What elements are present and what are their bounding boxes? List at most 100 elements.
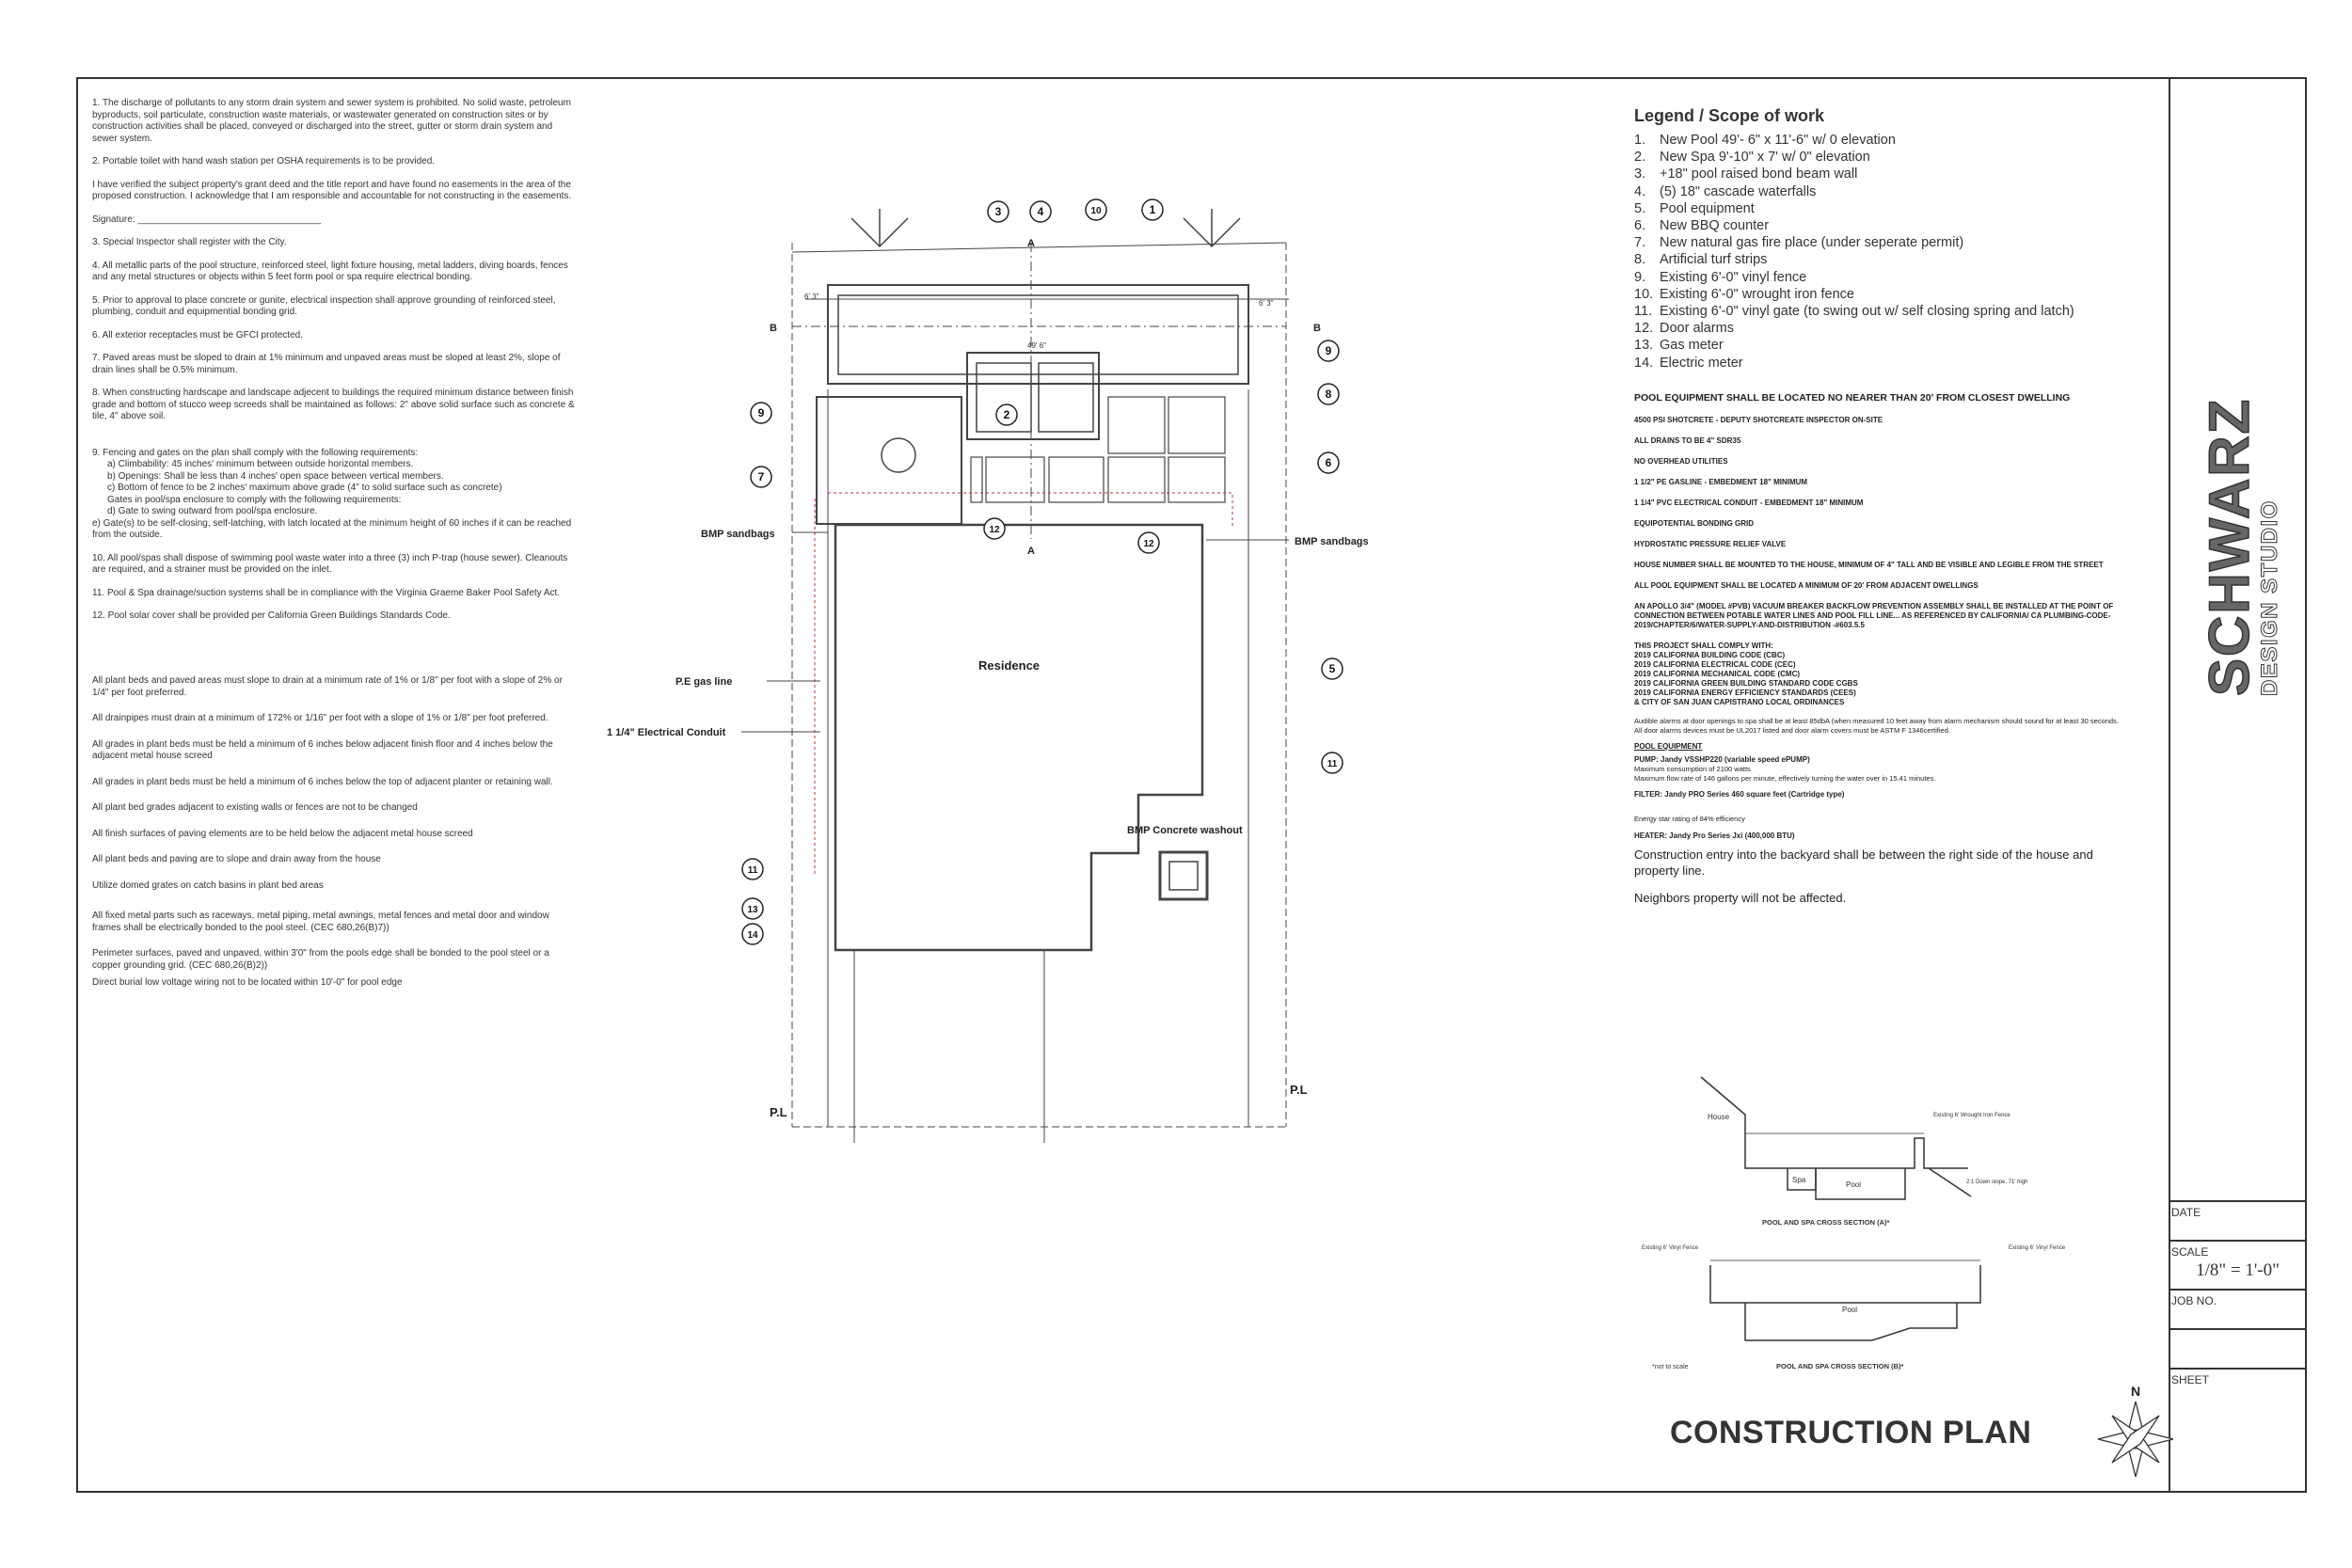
residence-label: Residence	[978, 658, 1040, 673]
callout-2-circle	[995, 404, 1018, 426]
callout-3: 3	[995, 205, 1002, 218]
dimension-left-setback: 6' 3"	[804, 293, 819, 301]
legend-item: 8.Artificial turf strips	[1634, 252, 1768, 268]
section-b-left-label: B	[770, 323, 777, 334]
callout-8: 8	[1326, 388, 1332, 401]
note-12: 12. Pool solar cover shall be provided p…	[92, 610, 451, 621]
scale-cell: SCALE 1/8" = 1'-0"	[2169, 1240, 2307, 1289]
vinyl-fence-right-label: Existing 6' Vinyl Fence	[2009, 1245, 2066, 1251]
alarm-note: Audible alarms at door openings to spa s…	[1634, 717, 2119, 725]
callout-9-right: 9	[1326, 344, 1332, 357]
spec-note: HYDROSTATIC PRESSURE RELIEF VALVE	[1634, 540, 1787, 548]
spec-note: EQUIPOTENTIAL BONDING GRID	[1634, 519, 1754, 528]
grading-note: All plant beds and paved areas must slop…	[92, 675, 563, 698]
grading-note: All plant beds and paving are to slope a…	[92, 854, 381, 864]
spec-note: AN APOLLO 3/4" (MODEL #PVB) VACUUM BREAK…	[1634, 602, 2114, 629]
spa-outline	[966, 352, 1100, 440]
filter-spec: FILTER: Jandy PRO Series 460 square feet…	[1634, 790, 1845, 799]
note-9-item: e) Gate(s) to be self-closing, self-latc…	[92, 517, 572, 541]
date-label: DATE	[2171, 1206, 2201, 1219]
washout-label: BMP Concrete washout	[1127, 825, 1243, 836]
north-label: N	[2131, 1384, 2140, 1399]
grading-note: All fixed metal parts such as raceways, …	[92, 911, 549, 933]
not-to-scale-label: *not to scale	[1652, 1364, 1689, 1370]
note-7: 7. Paved areas must be sloped to drain a…	[92, 353, 561, 375]
section-a-house-label: House	[1708, 1113, 1730, 1121]
note-4: 4. All metallic parts of the pool struct…	[92, 260, 568, 283]
callout-9r-circle	[1317, 340, 1340, 362]
callout-1-circle	[1141, 198, 1164, 221]
alarm-note: All door alarms devices must be UL2017 l…	[1634, 725, 1950, 735]
callout-10-circle	[1085, 198, 1107, 221]
callout-12b-circle	[1137, 531, 1160, 554]
callout-10: 10	[1090, 206, 1102, 216]
callout-12-left: 12	[989, 525, 1000, 535]
grading-note: All drainpipes must drain at a minimum o…	[92, 713, 548, 723]
callout-12a-circle	[983, 517, 1006, 540]
concrete-washout	[1158, 850, 1209, 901]
spec-note: 1 1/2" PE GASLINE - EMBEDMENT 18" MINIMU…	[1634, 478, 1808, 486]
blank-cell	[2169, 1328, 2307, 1368]
paver-grid	[970, 396, 1226, 503]
callout-13: 13	[747, 905, 758, 915]
bmp-sandbags-left-label: BMP sandbags	[701, 529, 775, 540]
pump-spec: PUMP: Jandy VSSHP220 (variable speed ePU…	[1634, 755, 1810, 764]
studio-logo: SCHWARZ DESIGN STUDIO	[2197, 397, 2282, 697]
section-b-pool	[1744, 1303, 1958, 1341]
scale-label: SCALE	[2171, 1245, 2209, 1259]
gas-line-route	[828, 492, 1233, 527]
grading-note: Direct burial low voltage wiring not to …	[92, 977, 403, 988]
section-a-pool	[1815, 1168, 1906, 1200]
code-item: 2019 CALIFORNIA ENERGY EFFICIENCY STANDA…	[1634, 689, 1856, 697]
grading-note: All plant bed grades adjacent to existin…	[92, 802, 418, 813]
dimension-right-setback: 6' 3"	[1259, 299, 1274, 308]
title-block-strip	[2169, 77, 2307, 1493]
code-item: 2019 CALIFORNIA GREEN BUILDING STANDARD …	[1634, 679, 1858, 688]
section-b-right-label: B	[1313, 323, 1321, 334]
callout-4-circle	[1029, 200, 1052, 223]
date-cell: DATE	[2169, 1200, 2307, 1240]
code-item: 2019 CALIFORNIA ELECTRICAL CODE (CEC)	[1634, 660, 1796, 669]
note-8: 8. When constructing hardscape and lands…	[92, 388, 575, 421]
note-9: 9. Fencing and gates on the plan shall c…	[92, 448, 578, 542]
note-9-item: b) Openings: Shall be less than 4 inches…	[107, 470, 444, 482]
legend-item: 14.Electric meter	[1634, 355, 1743, 371]
easement-statement: I have verified the subject property's g…	[92, 179, 572, 202]
section-a-title: POOL AND SPA CROSS SECTION (A)*	[1762, 1218, 1890, 1227]
callout-3-circle	[987, 200, 1009, 223]
callout-6-circle	[1317, 451, 1340, 474]
legend-title: Legend / Scope of work	[1634, 106, 1825, 125]
equipment-distance-header: POOL EQUIPMENT SHALL BE LOCATED NO NEARE…	[1634, 392, 2071, 404]
legend-item: 13.Gas meter	[1634, 338, 1724, 354]
callout-6: 6	[1326, 456, 1332, 469]
section-a-pool-label: Pool	[1846, 1180, 1861, 1189]
note-9-item: Gates in pool/spa enclosure to comply wi…	[107, 494, 402, 505]
note-9-item: a) Climbability: 45 inches' minimum betw…	[107, 459, 414, 469]
spec-note: 1 1/4" PVC ELECTRICAL CONDUIT - EMBEDMEN…	[1634, 499, 1864, 507]
note-2: 2. Portable toilet with hand wash statio…	[92, 156, 436, 166]
legend-list: 1.New Pool 49'- 6" x 11'-6" w/ 0 elevati…	[1634, 132, 2142, 372]
legend-item: 5.Pool equipment	[1634, 200, 1755, 216]
drawing-border	[76, 77, 2307, 1493]
sheet-label: SHEET	[2171, 1373, 2210, 1386]
conduit-label: 1 1/4" Electrical Conduit	[607, 727, 726, 738]
code-item: & CITY OF SAN JUAN CAPISTRANO LOCAL ORDI…	[1634, 698, 1845, 706]
note-3: 3. Special Inspector shall register with…	[92, 237, 287, 247]
callout-11-left: 11	[748, 865, 758, 876]
direction-mark-left	[850, 209, 909, 248]
grading-note: All finish surfaces of paving elements a…	[92, 828, 473, 839]
legend-item: 7.New natural gas fire place (under sepe…	[1634, 235, 1964, 251]
gas-line-label: P.E gas line	[675, 676, 732, 688]
callout-1: 1	[1150, 203, 1156, 216]
note-10: 10. All pool/spas shall dispose of swimm…	[92, 552, 568, 576]
callout-11r-circle	[1321, 752, 1343, 774]
section-b-profile	[1709, 1265, 1981, 1304]
job-number-cell: JOB NO.	[2169, 1289, 2307, 1328]
neighbors-note: Neighbors property will not be affected.	[1634, 890, 1847, 905]
note-5: 5. Prior to approval to place concrete o…	[92, 294, 556, 318]
slope-label: 2:1 Down slope, 71' high	[1966, 1180, 2028, 1185]
grading-note: Perimeter surfaces, paved and unpaved, w…	[92, 948, 549, 971]
property-line-right-label: P.L	[1290, 1083, 1308, 1097]
spec-note: ALL DRAINS TO BE 4" SDR35	[1634, 436, 1741, 445]
spec-note: NO OVERHEAD UTILITIES	[1634, 457, 1728, 466]
